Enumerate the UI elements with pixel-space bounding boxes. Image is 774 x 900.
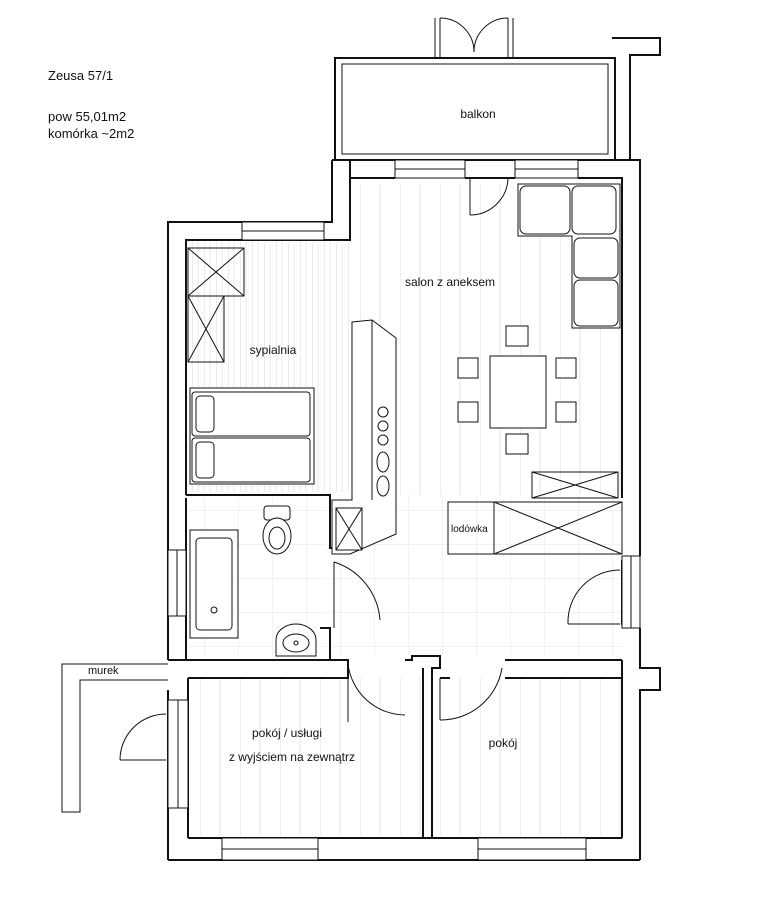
sofa — [517, 183, 621, 329]
plan-storage: komórka ~2m2 — [48, 126, 135, 141]
balcony-door — [434, 17, 514, 58]
sink — [275, 623, 317, 657]
bedroom-label: sypialnia — [250, 343, 297, 357]
plan-area: pow 55,01m2 — [48, 109, 127, 124]
windows — [167, 159, 641, 861]
balcony-rail — [341, 63, 609, 155]
low-wall-label: murek — [88, 665, 119, 677]
kitchen-counter — [331, 319, 397, 555]
low-wall — [61, 663, 168, 813]
doors — [119, 177, 621, 761]
dining-set — [457, 325, 577, 455]
service-room-label-line2: z wyjściem na zewnątrz — [229, 750, 355, 764]
tv-cabinet — [531, 471, 619, 499]
toilet — [262, 505, 292, 555]
fridge-label: lodówka — [451, 524, 488, 535]
living-room-label: salon z aneksem — [405, 275, 495, 289]
plan-address: Zeusa 57/1 — [48, 68, 114, 83]
wardrobe — [187, 247, 245, 363]
balcony-label: balkon — [460, 107, 495, 121]
service-room-floor — [188, 678, 423, 836]
service-room-label-line1: pokój / usługi — [252, 726, 322, 740]
fridge-unit — [447, 501, 623, 555]
room-floor — [432, 678, 622, 836]
room-label: pokój — [489, 736, 518, 750]
bed — [189, 387, 315, 485]
bathtub — [189, 529, 239, 639]
